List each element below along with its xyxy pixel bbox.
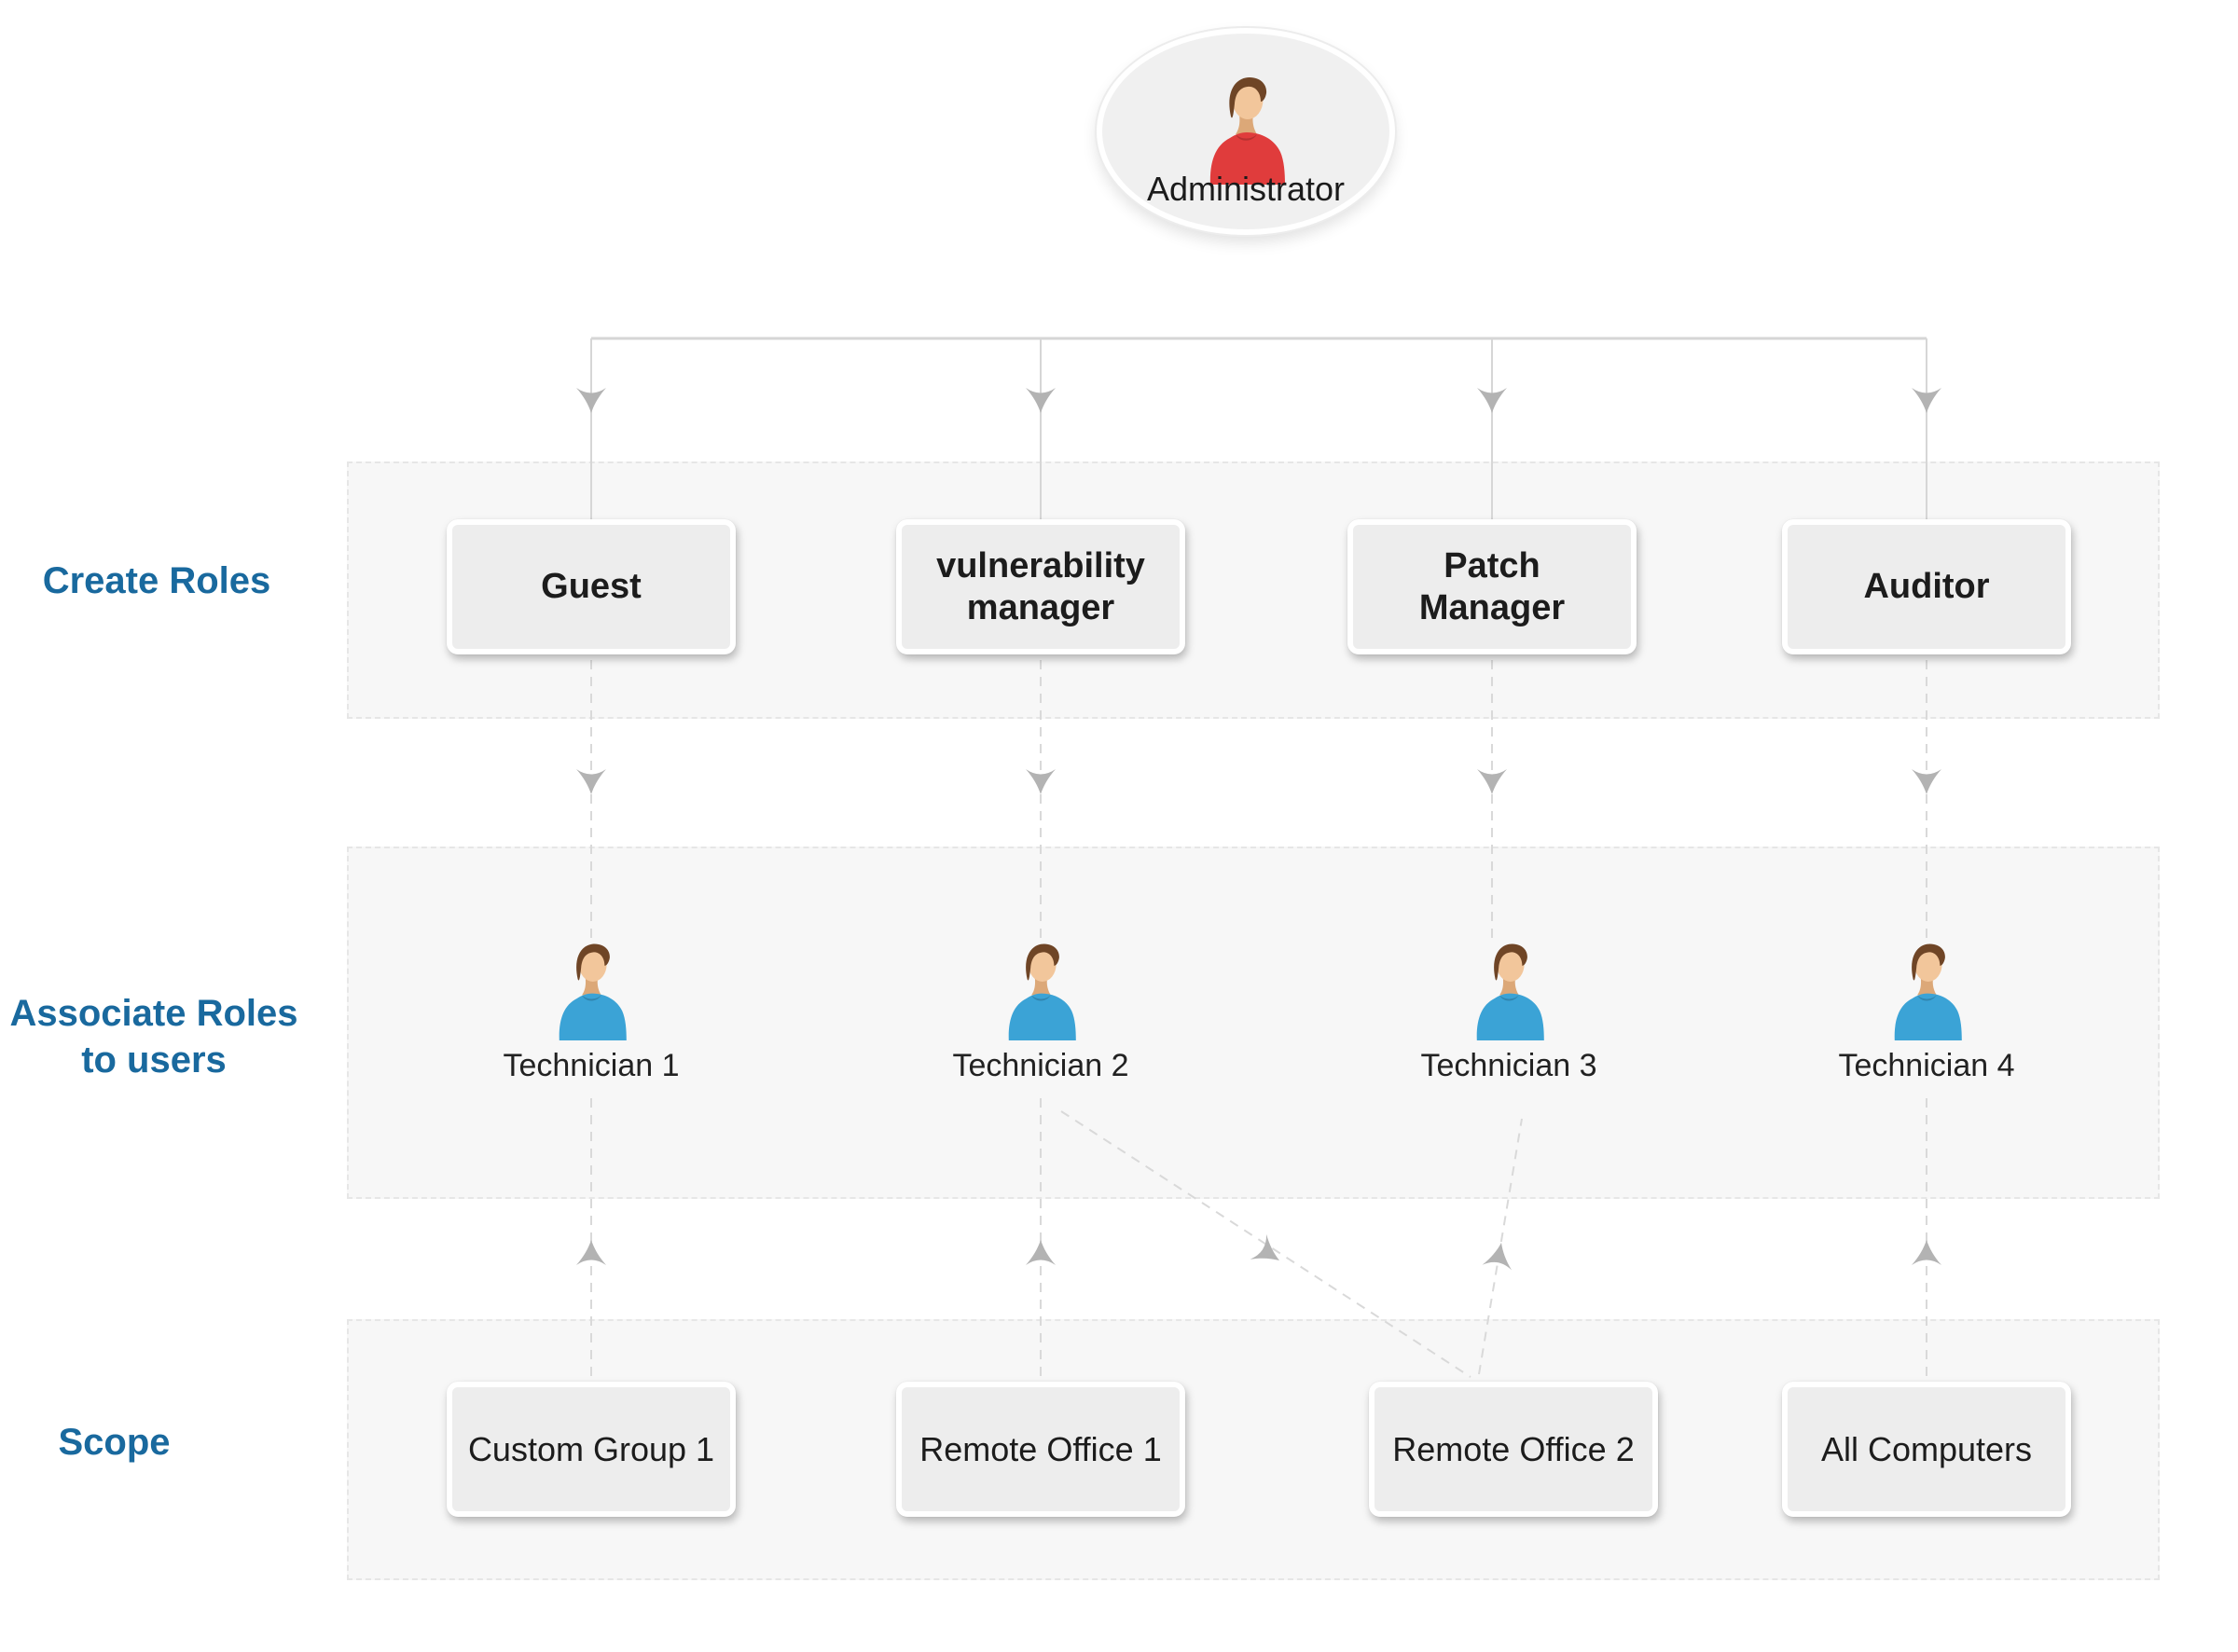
person-blue-icon bbox=[1002, 940, 1079, 1040]
technician-label: Technician 2 bbox=[952, 1048, 1129, 1083]
technician-label: Technician 4 bbox=[1838, 1048, 2015, 1083]
role-box-auditor: Auditor bbox=[1782, 519, 2071, 654]
person-red-icon bbox=[1203, 73, 1289, 185]
lane-label-create-roles: Create Roles bbox=[42, 560, 271, 601]
connector-roles-to-technicians bbox=[590, 660, 1927, 938]
lane-label-scope: Scope bbox=[58, 1422, 171, 1463]
technician-node-3: Technician 3 bbox=[1406, 940, 1611, 1084]
technician-label: Technician 1 bbox=[503, 1048, 680, 1083]
administrator-label: Administrator bbox=[1146, 170, 1346, 208]
person-blue-icon bbox=[553, 940, 629, 1040]
person-blue-icon bbox=[1471, 940, 1547, 1040]
technician-node-2: Technician 2 bbox=[938, 940, 1143, 1084]
role-box-vulnerability-manager: vulnerability manager bbox=[896, 519, 1185, 654]
scope-box-all-computers: All Computers bbox=[1782, 1382, 2071, 1517]
technician-node-4: Technician 4 bbox=[1824, 940, 2029, 1084]
lane-label-associate-roles: Associate Roles to users bbox=[9, 993, 298, 1081]
person-blue-icon bbox=[1888, 940, 1965, 1040]
scope-box-custom-group-1: Custom Group 1 bbox=[447, 1382, 736, 1517]
connector-technicians-to-scopes bbox=[590, 1098, 1927, 1378]
role-box-guest: Guest bbox=[447, 519, 736, 654]
role-arrowheads bbox=[576, 388, 1941, 413]
role-box-patch-manager: Patch Manager bbox=[1347, 519, 1637, 654]
administrator-node: Administrator bbox=[1097, 28, 1395, 235]
technician-node-1: Technician 1 bbox=[489, 940, 694, 1084]
scope-box-remote-office-1: Remote Office 1 bbox=[896, 1382, 1185, 1517]
lane-associate-roles bbox=[347, 847, 2160, 1199]
scope-box-remote-office-2: Remote Office 2 bbox=[1369, 1382, 1658, 1517]
technician-arrowheads bbox=[576, 769, 1941, 794]
technician-label: Technician 3 bbox=[1420, 1048, 1597, 1083]
connector-admin-to-roles bbox=[590, 337, 1927, 519]
